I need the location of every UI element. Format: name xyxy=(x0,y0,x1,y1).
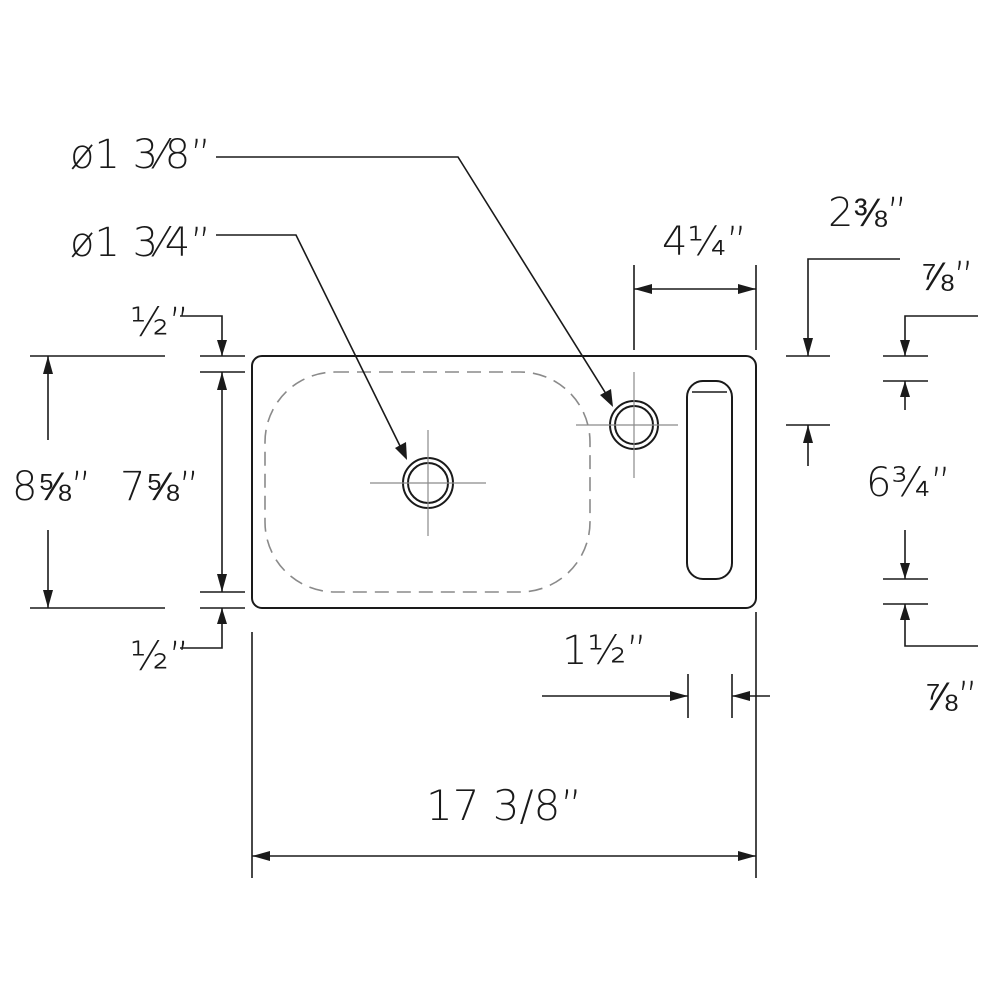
bottom-edge-left-label: ½” xyxy=(130,634,190,680)
slot-width-dimension xyxy=(542,674,770,718)
overflow-slot xyxy=(686,380,733,580)
outlet-from-top-dimension xyxy=(786,258,900,466)
inner-depth-dimension xyxy=(180,315,245,649)
slot-length-label: 6¾” xyxy=(866,460,951,506)
bottom-edge-right-label: ⅞” xyxy=(924,674,978,720)
drain-diameter-label: ø1 3⁄4” xyxy=(70,220,211,266)
drain-leader xyxy=(216,234,407,460)
overall-depth-label: 8⅝” xyxy=(12,464,92,510)
top-edge-right-label: ⅞” xyxy=(920,254,974,300)
basin-outline xyxy=(264,371,591,593)
right-offset-dimension xyxy=(633,265,757,350)
overall-width-label: 17 3/8” xyxy=(426,781,582,830)
outlet-from-top-label: 2⅜” xyxy=(828,190,908,236)
overall-depth-dimension xyxy=(30,355,165,609)
inner-depth-label: 7⅝” xyxy=(120,464,200,510)
right-offset-label: 4¼” xyxy=(662,219,747,265)
outlet-diameter-label: ø1 3⁄8” xyxy=(70,132,211,178)
outlet-leader xyxy=(216,156,613,407)
right-edge-dimensions xyxy=(883,315,978,647)
sink-outline xyxy=(251,355,757,609)
top-edge-left-label: ½” xyxy=(130,300,190,346)
outlet-hole xyxy=(576,372,678,478)
slot-width-label: 1½” xyxy=(562,628,647,674)
overall-width-dimension xyxy=(251,612,757,878)
drain-hole xyxy=(370,430,486,536)
